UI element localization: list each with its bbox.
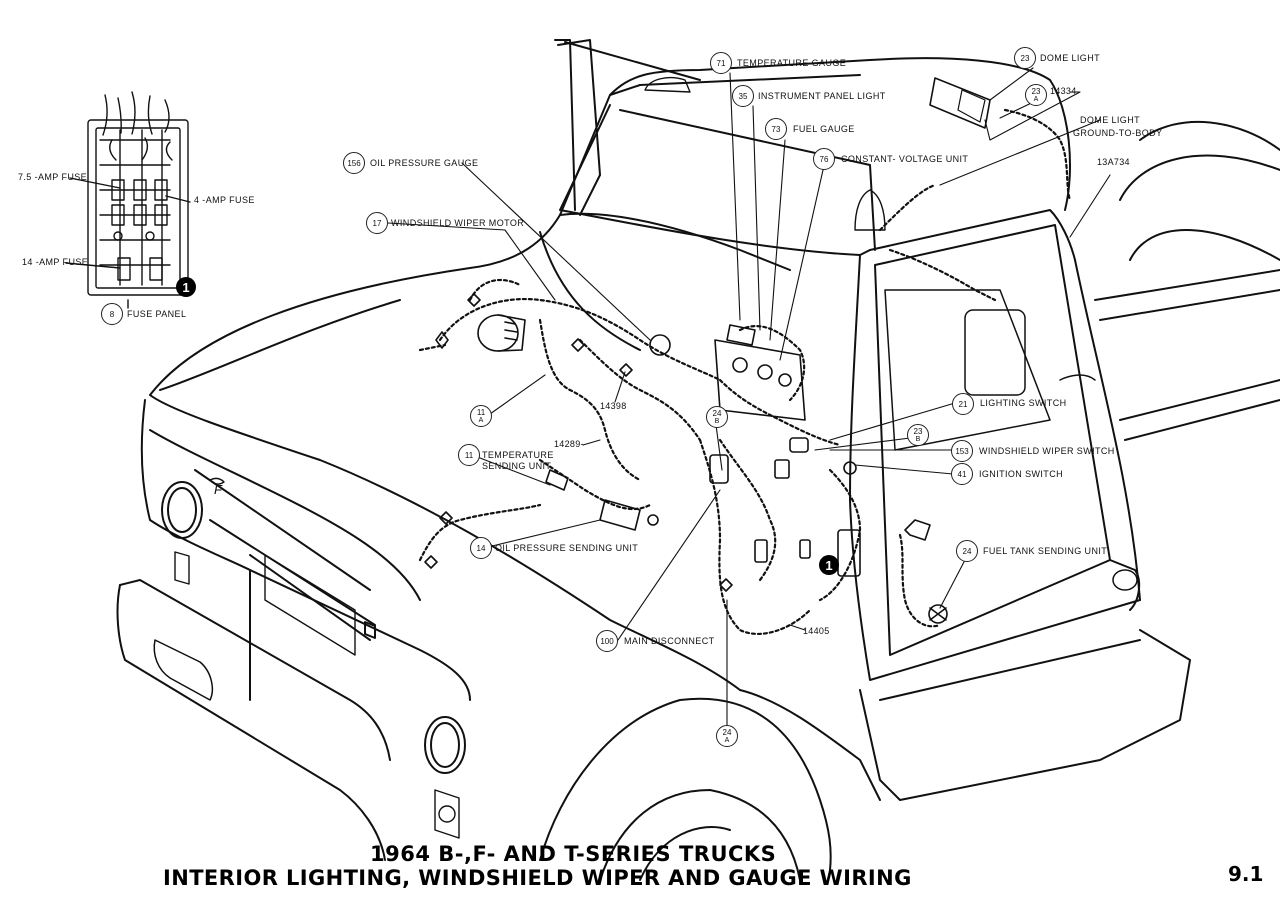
fuse-panel-drawing	[65, 91, 191, 309]
instrument-panel-light-label: INSTRUMENT PANEL LIGHT	[758, 91, 886, 101]
callout-suffix: A	[1033, 96, 1039, 103]
callout-suffix: A	[724, 737, 730, 744]
callout-41: 41	[951, 463, 973, 485]
hood-outline	[149, 212, 791, 691]
main-disconnect-label: MAIN DISCONNECT	[624, 636, 715, 646]
callout-number: 156	[347, 158, 361, 168]
callout-number: 23	[1031, 87, 1041, 96]
callout-number: 100	[600, 636, 614, 646]
cab-outline	[554, 39, 1280, 801]
hood-emblem: F	[214, 482, 223, 497]
callout-14: 14	[470, 537, 492, 559]
fuse-panel-label: FUSE PANEL	[127, 309, 187, 319]
components	[424, 293, 948, 624]
callout-number: 24	[722, 728, 732, 737]
callout-number: 21	[958, 399, 968, 409]
part-number-13a734: 13A734	[1097, 157, 1130, 167]
page-number: 9.1	[1228, 862, 1264, 886]
callout-11: 11	[458, 444, 480, 466]
fuse-4-amp-label: 4 -AMP FUSE	[194, 195, 255, 205]
callout-suffix: A	[478, 417, 484, 424]
callout-number: 153	[955, 446, 969, 456]
windshield-wiper-switch-label: WINDSHIELD WIPER SWITCH	[979, 446, 1115, 456]
callout-number: 24	[962, 546, 972, 556]
fender-wheel	[539, 689, 881, 881]
callout-number: 71	[716, 58, 726, 68]
dome-light-ground-line2: GROUND-TO-BODY	[1073, 128, 1163, 138]
callout-35: 35	[732, 85, 754, 107]
callout-24: 24	[956, 540, 978, 562]
callout-number: 8	[109, 309, 115, 319]
callout-fuse-panel: 8	[101, 303, 123, 325]
page-title-line1: 1964 B-,F- AND T-SERIES TRUCKS	[370, 842, 777, 866]
callout-number: 41	[957, 469, 967, 479]
fuse-14-amp-label: 14 -AMP FUSE	[22, 257, 89, 267]
callout-23: 23	[1014, 47, 1036, 69]
grille-front	[140, 399, 471, 839]
temperature-gauge-label: TEMPERATURE GAUGE	[737, 58, 847, 68]
part-number-14334: 14334	[1050, 86, 1077, 96]
callout-suffix: B	[915, 436, 921, 443]
callout-number: 35	[738, 91, 748, 101]
callout-suffix: B	[714, 418, 720, 425]
fuel-tank-sending-unit-label: FUEL TANK SENDING UNIT	[983, 546, 1108, 556]
callout-number: 24	[712, 409, 722, 418]
temperature-sending-unit-line2: SENDING UNIT	[482, 461, 552, 471]
callout-number: 73	[771, 124, 781, 134]
oil-pressure-sending-unit-label: OIL PRESSURE SENDING UNIT	[495, 543, 639, 553]
callout-76: 76	[813, 148, 835, 170]
page-title-line2: INTERIOR LIGHTING, WINDSHIELD WIPER AND …	[163, 866, 912, 890]
fuse-panel-bullet: 1	[176, 277, 196, 297]
fuel-gauge-label: FUEL GAUGE	[793, 124, 855, 134]
part-number-14289: 14289-	[554, 439, 584, 449]
lighting-switch-label: LIGHTING SWITCH	[980, 398, 1067, 408]
ignition-switch-label: IGNITION SWITCH	[979, 469, 1063, 479]
callout-number: 23	[1020, 53, 1030, 63]
callout-number: 11	[464, 450, 474, 460]
fuse-7-5-amp-label: 7.5 -AMP FUSE	[18, 172, 88, 182]
callout-number: 76	[819, 154, 829, 164]
dome-light-label: DOME LIGHT	[1040, 53, 1101, 63]
callout-156: 156	[343, 152, 365, 174]
dome-light-ground-line1: DOME LIGHT	[1080, 115, 1141, 125]
temperature-sending-unit-line1: TEMPERATURE	[482, 450, 554, 460]
bumper	[116, 579, 391, 861]
callout-number: 14	[476, 543, 486, 553]
callout-153: 153	[951, 440, 973, 462]
callout-21: 21	[952, 393, 974, 415]
leader-lines	[387, 67, 1111, 728]
callout-number: 17	[372, 218, 382, 228]
oil-pressure-gauge-label: OIL PRESSURE GAUGE	[370, 158, 479, 168]
callout-100: 100	[596, 630, 618, 652]
callout-73: 73	[765, 118, 787, 140]
windshield-wiper-motor-label: WINDSHIELD WIPER MOTOR	[391, 218, 525, 228]
callout-number: 23	[913, 427, 923, 436]
dash-bullet: 1	[819, 555, 839, 575]
constant-voltage-unit-label: CONSTANT- VOLTAGE UNIT	[841, 154, 969, 164]
callout-71: 71	[710, 52, 732, 74]
part-number-14398: 14398	[600, 401, 627, 411]
part-number-14405: 14405	[803, 626, 830, 636]
callout-number: 11	[476, 408, 486, 417]
callout-17: 17	[366, 212, 388, 234]
